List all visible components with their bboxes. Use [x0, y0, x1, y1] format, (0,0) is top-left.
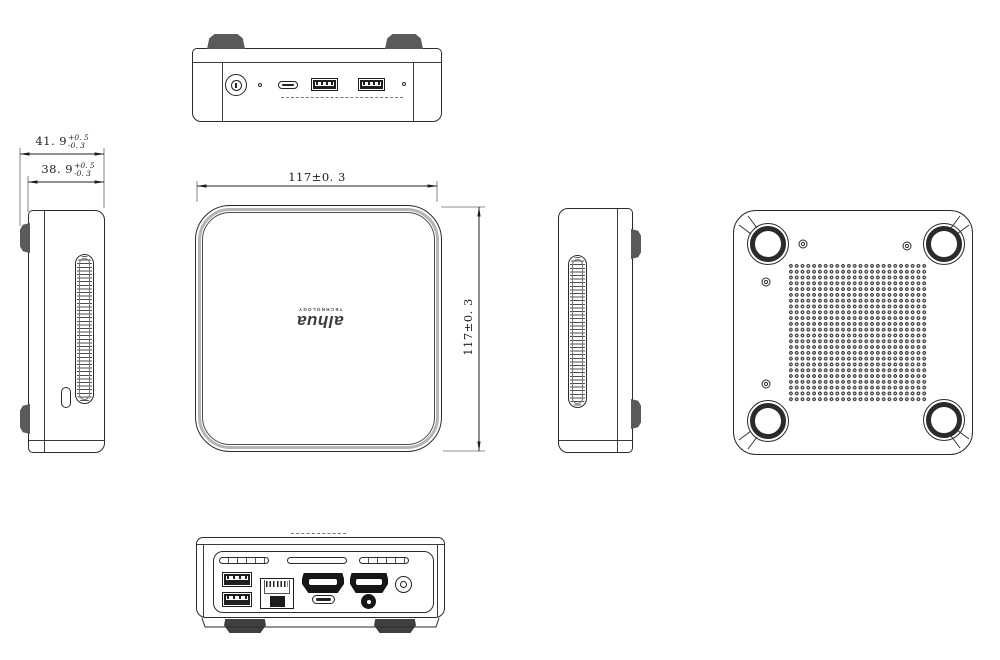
top-cover-seam [193, 62, 441, 63]
side-vent-grille-icon [568, 255, 587, 408]
top-cover-inner-edge [202, 212, 435, 445]
dc-power-jack-icon [395, 576, 412, 593]
view-left-side [20, 210, 105, 453]
foot-bump-icon [631, 229, 641, 259]
foot-bump-icon [207, 34, 245, 49]
top-edge-seam [197, 544, 444, 545]
hdmi-port-icon [302, 573, 344, 593]
front-bezel-seam [44, 211, 45, 452]
dim-tol-minus: -0. 3 [74, 168, 91, 178]
rear-vent-slot-icon [359, 557, 409, 564]
foot-bump-icon [385, 34, 423, 49]
corner-pad-lines [738, 215, 970, 450]
rubber-foot-icon [923, 399, 965, 441]
microphone-hole-icon [258, 83, 262, 87]
side-seam-left [203, 544, 204, 617]
rear-vent-slot-icon [287, 557, 347, 564]
rubber-foot-icon [747, 223, 789, 265]
dimension-depth-body: 38. 9 +0. 5-0. 3 [28, 162, 108, 177]
dim-tol-plus: +0. 5 [68, 133, 89, 142]
usb-a-port-icon [311, 78, 338, 91]
usb-c-port-icon [312, 595, 335, 604]
rubber-foot-icon [374, 619, 416, 633]
view-bottom [733, 210, 973, 455]
foot-bump-icon [20, 404, 30, 434]
view-rear-panel [196, 533, 445, 618]
usb-a-port-icon [358, 78, 385, 91]
power-button-icon [225, 74, 247, 96]
dimension-height: 117±0. 3 [461, 287, 475, 367]
hdmi-port-icon [350, 573, 388, 593]
audio-jack-icon [361, 594, 376, 609]
indicator-hole-icon [402, 82, 406, 86]
hidden-edge-line [291, 533, 346, 534]
usb-c-port-icon [278, 81, 298, 89]
usb-a-port-icon [222, 572, 252, 587]
rubber-foot-icon [747, 400, 789, 442]
rear-vent-slot-icon [219, 557, 269, 564]
side-vent-grille-icon [75, 254, 94, 404]
rubber-foot-icon [923, 223, 965, 265]
dim-value: 41. 9 [35, 134, 68, 148]
dim-tol-minus: -0. 3 [68, 140, 85, 150]
dimension-depth-overall: 41. 9 +0. 5-0. 3 [22, 134, 102, 149]
edge-highlight-band [198, 208, 439, 449]
power-symbol-icon [230, 79, 242, 91]
bottom-view-details [738, 215, 970, 450]
side-seam-right [437, 544, 438, 617]
screw-hole-icon [761, 239, 912, 389]
side-seam-left [222, 62, 223, 121]
brand-logo: alhua TECHNOLOGY [288, 307, 352, 331]
lock-slot-icon [61, 387, 71, 408]
dimension-width: 117±0. 3 [257, 170, 377, 184]
rubber-foot-icon [224, 619, 266, 633]
dim-value: 38. 9 [41, 162, 74, 176]
side-seam-right [413, 62, 414, 121]
brand-logo-text: alhua [296, 312, 344, 331]
front-bezel-seam [617, 209, 618, 452]
bottom-cover-seam [29, 440, 104, 441]
foot-bump-icon [20, 223, 30, 253]
dim-tol-plus: +0. 5 [74, 161, 95, 170]
bottom-vent-holes-icon [788, 263, 927, 402]
bottom-cover-seam [559, 440, 632, 441]
view-top: alhua TECHNOLOGY [195, 205, 442, 452]
dim-value: 117±0. 3 [461, 298, 475, 356]
view-right-side [558, 208, 641, 453]
foot-bump-icon [631, 399, 641, 429]
view-front-panel [192, 34, 442, 122]
rj45-ethernet-port-icon [260, 578, 294, 609]
hidden-edge-line [281, 97, 403, 98]
usb-a-port-icon [222, 592, 252, 607]
dim-value: 117±0. 3 [288, 170, 346, 184]
